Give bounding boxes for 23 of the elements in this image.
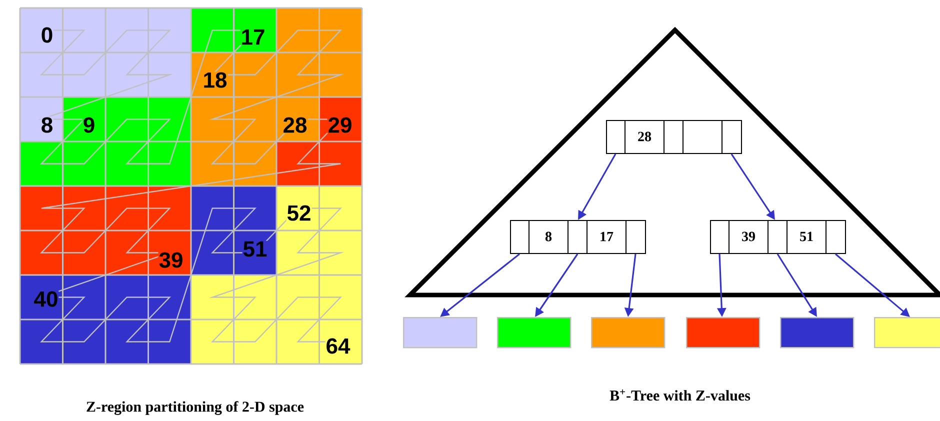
z-value-label: 51 <box>242 240 268 258</box>
leaf-box <box>497 317 572 348</box>
z-value-label: 28 <box>282 116 308 134</box>
z-value-label: 40 <box>33 290 59 308</box>
caption: B$^{+}$-Tree with Z-values <box>610 389 750 401</box>
z-value-label: 0 <box>40 26 54 44</box>
z-value-label: 18 <box>202 72 228 88</box>
tree-node: 8 17 <box>510 220 646 254</box>
leaf-box <box>591 317 666 348</box>
tree-node: 28 <box>606 120 742 154</box>
z-value-label: 9 <box>82 116 96 134</box>
z-value-label: 17 <box>240 28 266 46</box>
z-value-label: 52 <box>286 204 312 222</box>
z-value-label: 64 <box>325 338 351 354</box>
z-value-label: 29 <box>327 116 353 134</box>
tree-node: 39 51 <box>710 220 846 254</box>
leaf-box <box>686 317 760 348</box>
leaf-box <box>780 317 854 348</box>
z-value-label: 8 <box>40 116 54 134</box>
leaf-box <box>874 317 940 348</box>
leaf-box <box>403 317 478 348</box>
z-value-label: 39 <box>158 252 184 268</box>
caption: Z-region partitioning of 2-D space <box>86 401 304 415</box>
